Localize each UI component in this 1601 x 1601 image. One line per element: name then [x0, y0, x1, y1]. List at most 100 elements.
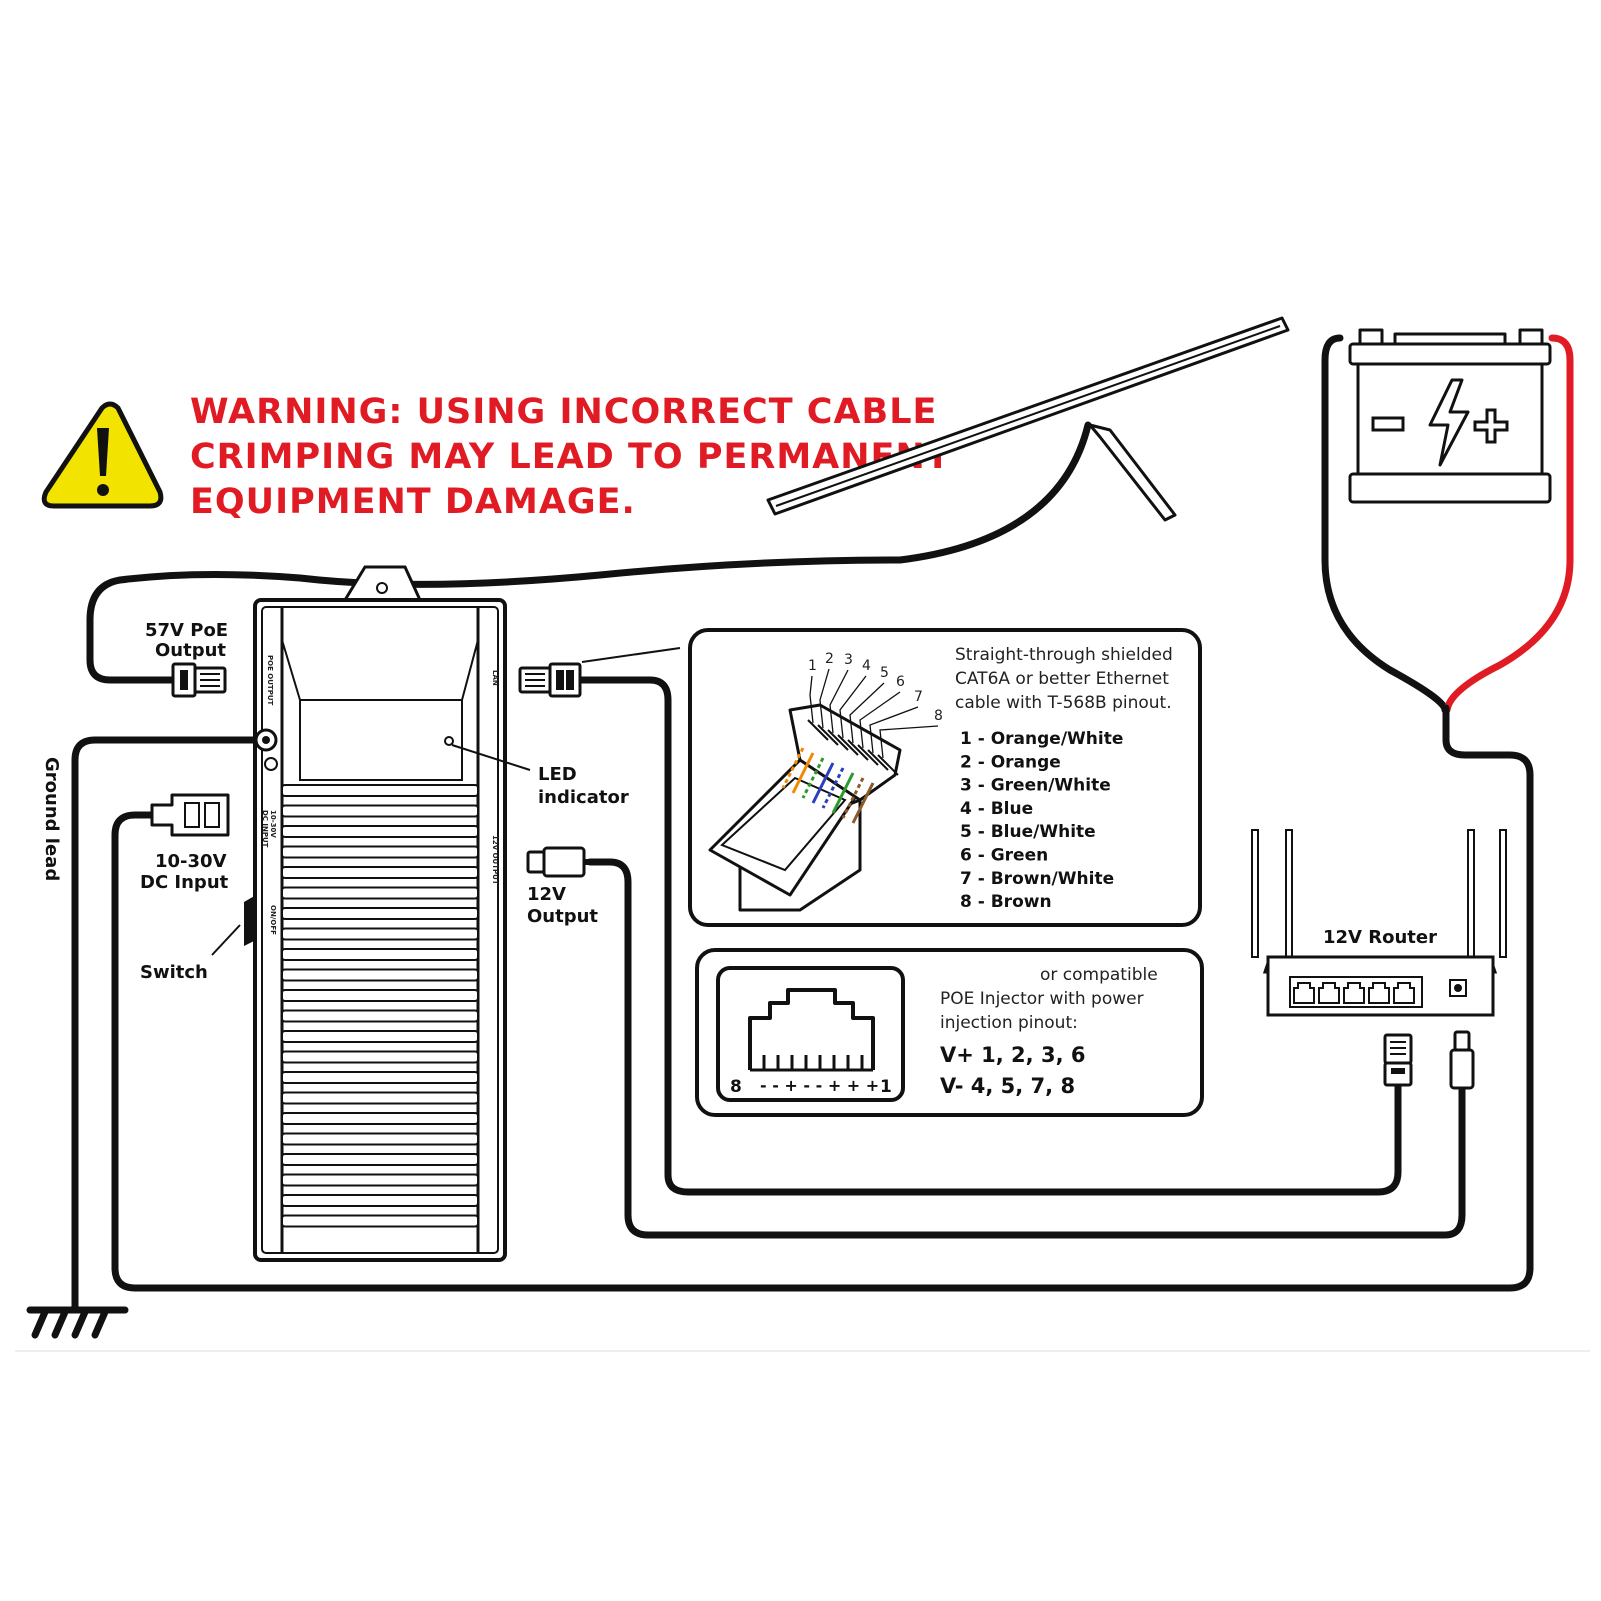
pinout-item: 8 - Brown [960, 892, 1052, 912]
port-polarity: - - + - - + + + [760, 1076, 879, 1095]
plug-contact [867, 749, 889, 771]
pin-leader [839, 675, 867, 739]
cable-wire-7 [841, 777, 865, 819]
led-indicator-dot [444, 736, 454, 746]
heat-sink-fin [281, 927, 479, 941]
pin-number: 4 [862, 658, 871, 674]
warning-line-3: EQUIPMENT DAMAGE. [190, 482, 636, 522]
cable-wire-3 [801, 757, 825, 799]
heat-sink-fin [281, 1173, 479, 1187]
pinout-item: 4 - Blue [960, 799, 1033, 819]
warning-triangle-icon [41, 401, 164, 509]
poe-converter-device: POE OUTPUT LAN 10-30V DC INPUT 12V OUTPU… [244, 565, 507, 1262]
router-lan-port [1293, 982, 1315, 1004]
plug-contact [877, 754, 899, 776]
router-lan-port [1318, 982, 1340, 1004]
heat-sink-fin [281, 845, 479, 859]
heat-sink-fin [281, 907, 479, 920]
battery-positive-wire [1443, 334, 1574, 714]
pinout-item: 6 - Green [960, 846, 1048, 866]
poe-output-connector [171, 662, 227, 698]
pinout-item: 5 - Blue/White [960, 822, 1096, 842]
pin-leader [849, 682, 885, 744]
led-label-1: LED [538, 764, 577, 785]
pin-leader [859, 691, 901, 749]
pinout-item: 2 - Orange [960, 752, 1061, 772]
dc-input-loop [111, 704, 1534, 1292]
battery-icon [1348, 328, 1552, 504]
poe-desc-1: or compatible [1040, 965, 1158, 985]
pin-number: 6 [896, 674, 905, 690]
pin-leader [869, 706, 919, 754]
heat-sink-fin [281, 1009, 479, 1023]
pin-leader [809, 675, 814, 724]
plug-contact [847, 739, 869, 761]
svg-text:ON/OFF: ON/OFF [269, 905, 277, 935]
pin-number: 2 [825, 651, 834, 667]
plug-contact [857, 744, 879, 766]
heat-sink-fin [281, 1153, 479, 1166]
svg-text:12V OUTPUT: 12V OUTPUT [491, 835, 499, 885]
pin-number: 8 [934, 708, 943, 724]
pinout-item: 3 - Green/White [960, 776, 1111, 796]
heat-sink-fin [281, 948, 479, 961]
poe-output-label-2: Output [155, 640, 226, 661]
heat-sink-fin [281, 1071, 479, 1084]
cable-wire-8 [851, 782, 875, 824]
heat-sink-fin [281, 968, 479, 982]
12v-cable [586, 858, 1466, 1239]
heat-sink-fin [281, 866, 479, 879]
plug-contact [837, 734, 859, 756]
svg-text:10-30V: 10-30V [269, 810, 277, 838]
dc-input-label-2: DC Input [140, 872, 229, 893]
pin-leader [819, 668, 830, 729]
ground-lead-wire [71, 736, 264, 1312]
ground-lead-label: Ground lead [41, 757, 62, 881]
lan-connector [518, 662, 582, 698]
satellite-dish-icon [766, 316, 1290, 522]
warning-line-1: WARNING: USING INCORRECT CABLE [190, 392, 937, 432]
heat-sink-fin [281, 1030, 479, 1043]
led-label-2: indicator [538, 787, 629, 808]
pin-leader [829, 669, 849, 734]
dish-cable [86, 421, 1092, 684]
heat-sink-fin [281, 784, 479, 797]
port-pin-1-label: 1 [880, 1077, 892, 1097]
cable-wire-5 [821, 767, 845, 809]
warning-line-2: CRIMPING MAY LEAD TO PERMANENT [190, 437, 951, 477]
plug-contact [817, 724, 839, 746]
poe-desc-2: POE Injector with power [940, 989, 1144, 1009]
heat-sink-fin [281, 1214, 479, 1228]
router-rj45-plug [1383, 1033, 1413, 1087]
dc-input-label-1: 10-30V [155, 851, 227, 872]
heat-sink-fin [281, 886, 479, 900]
plug-contact [807, 719, 829, 741]
pin-leader [879, 725, 939, 759]
ground-icon [26, 1306, 129, 1339]
poe-desc-3: injection pinout: [940, 1013, 1078, 1033]
battery-negative-wire [1321, 334, 1449, 714]
cable-desc-3: cable with T-568B pinout. [955, 693, 1172, 713]
switch-label: Switch [140, 962, 208, 983]
cable-desc-2: CAT6A or better Ethernet [955, 669, 1169, 689]
12v-output-connector [526, 846, 592, 878]
pin-number: 7 [914, 689, 923, 705]
pin-number: 5 [880, 665, 889, 681]
cable-desc-1: Straight-through shielded [955, 645, 1173, 665]
heat-sink-fin [281, 1194, 479, 1207]
12v-output-label-1: 12V [527, 884, 566, 905]
svg-text:POE OUTPUT: POE OUTPUT [266, 655, 274, 706]
cable-wire-2 [791, 752, 815, 794]
router-dc-plug [1449, 1030, 1475, 1090]
port-pin-8-label: 8 [730, 1077, 742, 1097]
dc-input-connector [150, 793, 230, 837]
pin-number: 1 [808, 658, 817, 674]
router-lan-port [1343, 982, 1365, 1004]
poe-output-label-1: 57V PoE [145, 620, 228, 641]
heat-sink-fin [281, 825, 479, 838]
plug-contact [827, 729, 849, 751]
svg-text:LAN: LAN [491, 670, 499, 686]
